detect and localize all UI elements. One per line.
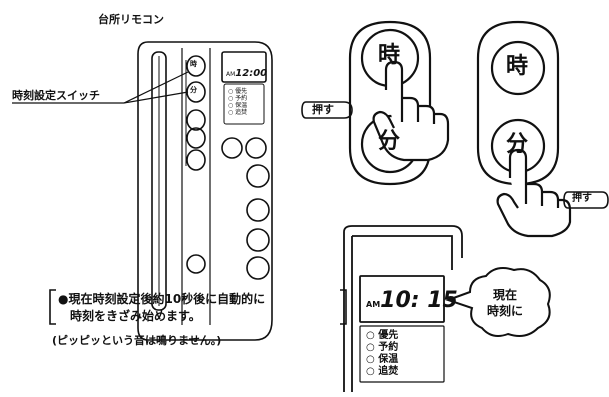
speech-bubble-shape — [444, 267, 551, 337]
remote-minute-button[interactable]: 分 — [190, 86, 197, 94]
zoom-display-time-readout: AM10: 15 — [366, 290, 458, 312]
zoom-status-item: ○ 追焚 — [366, 366, 399, 377]
remote-status-reserve: 予約 — [235, 95, 248, 102]
remote-status-warm: 保温 — [235, 102, 248, 109]
zoom-status-reheat: 追焚 — [378, 366, 399, 377]
zoom-status-priority: 優先 — [378, 330, 399, 341]
push-label-left: 押す — [312, 103, 334, 116]
remote-hour-button[interactable]: 時 — [190, 60, 197, 68]
hand-pointer-left — [372, 60, 450, 162]
bubble-line-2: 時刻に — [487, 304, 524, 318]
push-label-right: 押す — [572, 193, 592, 204]
remote-status-item: ○ 追焚 — [228, 109, 248, 116]
note-line-3: (ピッピッという音は鳴りません。) — [52, 334, 222, 347]
speech-bubble-text: 現在 時刻に — [487, 287, 523, 319]
zoom-status-warm: 保温 — [378, 354, 399, 365]
time-setting-switch-label: 時刻設定スイッチ — [12, 89, 100, 102]
kitchen-remote — [137, 41, 273, 341]
remote-status-item: ○ 保温 — [228, 102, 248, 109]
note-brackets — [49, 289, 347, 325]
remote-display-time: 12:00 — [235, 68, 268, 79]
push-tag-right-shape — [563, 191, 609, 209]
zoom-display-time: 10: 15 — [380, 288, 458, 313]
kitchen-remote-title: 台所リモコン — [98, 13, 164, 26]
zoom-status-item: ○ 保温 — [366, 354, 399, 365]
remote-status-item: ○ 予約 — [228, 95, 248, 102]
remote-status-item: ○ 優先 — [228, 88, 248, 95]
remote-display: AM12:00 — [226, 63, 267, 79]
button-pair-right — [476, 20, 560, 186]
remote-status-list: ○ 優先 ○ 予約 ○ 保温 ○ 追焚 — [228, 88, 247, 116]
remote-status-reheat: 追焚 — [235, 109, 248, 116]
minute-button-large-right[interactable]: 分 — [506, 132, 529, 157]
remote-status-priority: 優先 — [235, 88, 248, 95]
minute-button-large-left[interactable]: 分 — [378, 129, 401, 154]
bubble-line-1: 現在 — [493, 288, 518, 302]
zoom-panel — [343, 225, 463, 392]
zoom-status-list: ○ 優先 ○ 予約 ○ 保温 ○ 追焚 — [366, 330, 398, 378]
hour-button-large-right[interactable]: 時 — [506, 54, 529, 79]
zoom-status-reserve: 予約 — [378, 342, 399, 353]
note-line-1: ●現在時刻設定後約10秒後に自動的に — [58, 292, 266, 306]
note-line-2: 時刻をきざみ始めます。 — [70, 309, 201, 323]
hour-button-large-left[interactable]: 時 — [378, 43, 401, 68]
zoom-status-item: ○ 優先 — [366, 330, 399, 341]
zoom-status-item: ○ 予約 — [366, 342, 399, 353]
hand-pointer-right — [496, 148, 572, 238]
push-tag-left-shape — [301, 101, 353, 119]
remote-button-column — [185, 55, 270, 280]
remote-display-am: AM — [226, 71, 236, 78]
zoom-display-am: AM — [366, 300, 381, 309]
switch-pointer-lines — [12, 71, 189, 104]
